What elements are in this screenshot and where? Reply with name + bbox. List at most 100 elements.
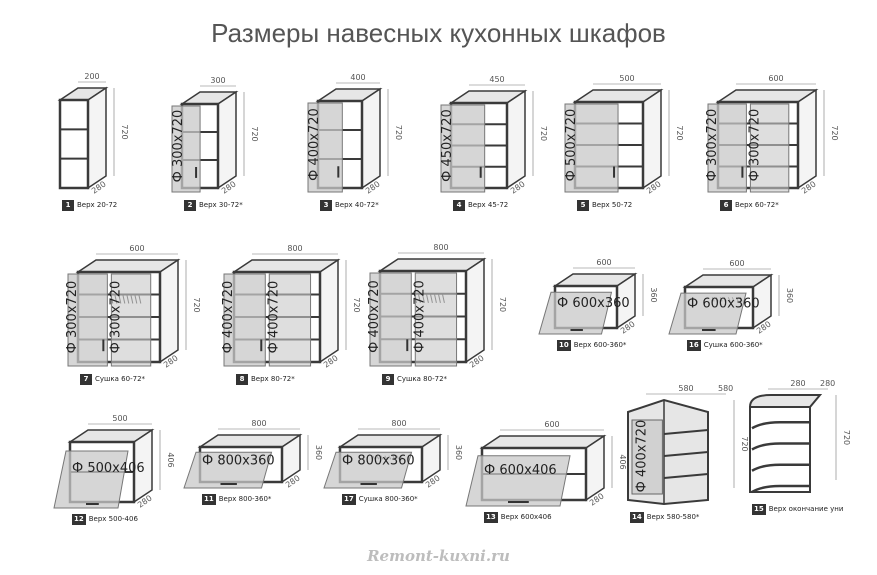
width-dimension: 600 <box>729 259 744 268</box>
door-size-label: Ф 400x720 <box>221 281 236 354</box>
cabinet-drawing: 280 280 720 <box>748 379 851 494</box>
cabinet-model: Сушка 600-360* <box>703 341 763 349</box>
cabinet-number: 4 <box>453 200 465 211</box>
door-size-label: Ф 800x360 <box>342 454 415 469</box>
door-size-label: Ф 500x720 <box>564 109 579 182</box>
cabinet-model: Сушка 80-72* <box>397 375 448 383</box>
width-dimension: 800 <box>391 419 406 428</box>
height-dimension: 720 <box>250 126 259 141</box>
height-dimension: 720 <box>740 436 749 451</box>
width-dimension: 300 <box>210 76 225 85</box>
width-dimension: 600 <box>768 74 783 83</box>
cabinet-number: 2 <box>184 200 196 211</box>
cabinet-model: Верх 50-72 <box>592 201 633 209</box>
door-size-label-2: Ф 400x720 <box>412 280 427 353</box>
cabinet-number: 9 <box>382 374 394 385</box>
door-size-label: Ф 600x360 <box>687 297 760 312</box>
door-size-label: Ф 800x360 <box>202 454 275 469</box>
watermark: Remont-kuxni.ru <box>367 547 510 565</box>
height-dimension: 720 <box>830 125 839 140</box>
height-dimension: 720 <box>539 126 548 141</box>
page-title: Размеры навесных кухонных шкафов <box>211 18 666 48</box>
cabinet-number: 8 <box>236 374 248 385</box>
cabinet-model: Верх 600-360* <box>573 341 627 349</box>
height-dimension: 360 <box>454 445 463 460</box>
height-dimension: 720 <box>842 430 851 445</box>
height-dimension: 360 <box>649 287 658 302</box>
door-size-label: Ф 500x406 <box>72 461 145 476</box>
cabinet-model: Верх 600x406 <box>500 513 552 521</box>
width-dimension: 580 <box>678 384 693 393</box>
height-dimension: 360 <box>785 288 794 303</box>
cabinet-number: 17 <box>342 494 356 505</box>
door-size-label: Ф 600x360 <box>557 296 630 311</box>
door-size-label-2: Ф 300x720 <box>108 281 123 354</box>
width-dimension: 800 <box>251 419 266 428</box>
cabinet-number: 7 <box>80 374 92 385</box>
height-dimension: 406 <box>618 454 627 469</box>
cabinet-model: Верх окончание уни <box>768 505 844 513</box>
width-dimension: 280 <box>790 379 805 388</box>
height-dimension: 720 <box>675 125 684 140</box>
cabinet-model: Верх 800-360* <box>218 495 272 503</box>
door-size-label: Ф 300x720 <box>705 109 720 182</box>
height-dimension: 720 <box>394 125 403 140</box>
cabinet-number: 16 <box>687 340 701 351</box>
cabinet-number: 3 <box>320 200 332 211</box>
cabinet-model: Верх 60-72* <box>735 201 779 209</box>
height-dimension: 360 <box>314 445 323 460</box>
width-dimension: 450 <box>489 75 504 84</box>
width-dimension-2: 280 <box>820 379 835 388</box>
door-size-label-2: Ф 400x720 <box>266 281 281 354</box>
width-dimension: 600 <box>544 420 559 429</box>
cabinet-model: Верх 500-406 <box>88 515 138 523</box>
door-size-label: Ф 400x720 <box>307 108 322 181</box>
width-dimension: 500 <box>112 414 127 423</box>
width-dimension: 600 <box>596 258 611 267</box>
cabinet-model: Верх 580-580* <box>646 513 700 521</box>
width-dimension: 400 <box>350 73 365 82</box>
door-size-label: Ф 450x720 <box>440 109 455 182</box>
door-size-label: Ф 400x720 <box>635 420 650 493</box>
width-dimension: 500 <box>619 74 634 83</box>
cabinet-number: 10 <box>557 340 571 351</box>
cabinet-number: 13 <box>484 512 498 523</box>
cabinet-model: Верх 30-72* <box>199 201 243 209</box>
height-dimension: 720 <box>192 297 201 312</box>
height-dimension: 720 <box>352 297 361 312</box>
cabinet-number: 5 <box>577 200 589 211</box>
door-size-label: Ф 300x720 <box>171 110 186 183</box>
cabinet-number: 15 <box>752 504 766 515</box>
